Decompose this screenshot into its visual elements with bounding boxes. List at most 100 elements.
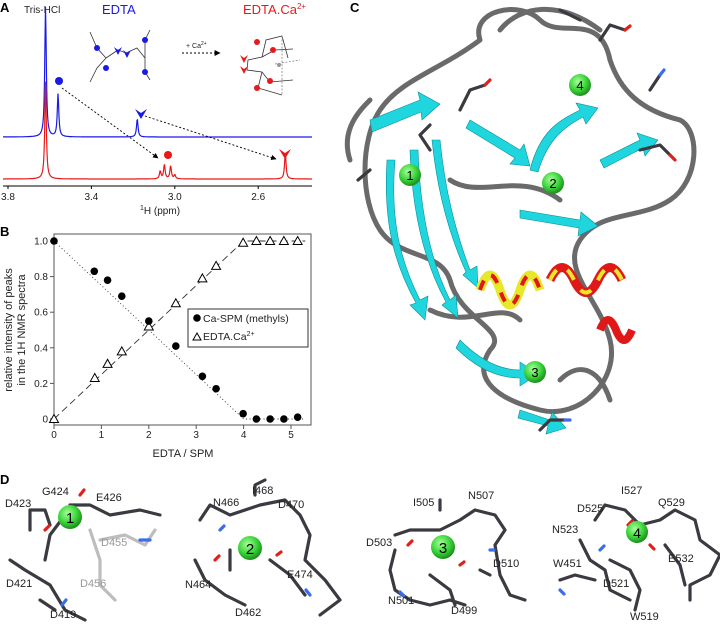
residue-label: N507	[468, 490, 494, 502]
ca-spm-point	[103, 276, 112, 284]
calcium-ion-2: 2	[542, 172, 564, 194]
shift-arrow-2	[144, 115, 277, 161]
legend-marker-circle	[193, 314, 201, 322]
residue-label: W519	[630, 611, 659, 623]
edta-ca-point	[197, 272, 208, 283]
residue-label-grey: D456	[80, 578, 106, 590]
beta-strand	[519, 209, 599, 237]
calcium-ion-d3: 3	[431, 535, 455, 559]
edta-ca-point	[89, 372, 101, 383]
calcium-sites: 1 2 3 4	[399, 74, 591, 383]
site-number: 3	[439, 540, 447, 557]
site-number: 1	[66, 510, 74, 527]
residue-label: N501	[388, 595, 414, 607]
calcium-ion-3: 3	[524, 361, 546, 383]
edta-ca-point	[292, 235, 303, 245]
residue-label: D503	[366, 537, 392, 549]
residue-label: N523	[552, 524, 578, 536]
edta-ca-point	[143, 320, 155, 331]
site-number: 2	[549, 176, 556, 191]
ca-spm-point	[280, 415, 288, 423]
edtaca-ethylene-marker	[279, 149, 291, 159]
residue-label: D521	[603, 578, 629, 590]
y-tick-label: 0.2	[34, 379, 48, 390]
y-tick-label: 0	[42, 415, 48, 426]
calcium-ion-d4: 4	[626, 521, 648, 543]
ca-spm-point	[252, 415, 261, 423]
site-4-sticks	[558, 503, 720, 612]
y-tick-label: 1.0	[34, 237, 48, 248]
edta-ca-point	[251, 235, 262, 245]
beta-strand	[529, 102, 599, 173]
edta-ca-spectrum	[3, 81, 312, 180]
residue-label: N466	[213, 497, 239, 509]
ca-spm-point	[239, 409, 247, 418]
ca-spm-point	[145, 317, 153, 325]
x-tick-label: 4	[241, 430, 247, 441]
side-chains	[356, 8, 677, 432]
edta-ca-point	[264, 235, 276, 245]
panel-label-b: B	[0, 224, 9, 239]
edta-ca-point	[170, 297, 182, 308]
edta-acetate-marker	[55, 77, 63, 85]
residue-label: Q529	[658, 497, 685, 509]
residue-label: E532	[668, 553, 694, 565]
beta-strand	[385, 159, 429, 321]
plot-frame	[53, 233, 312, 426]
beta-strand	[369, 91, 441, 133]
residue-label-grey: D455	[101, 537, 127, 549]
panel-label-a: A	[0, 0, 10, 15]
panel-label-d: D	[0, 472, 9, 487]
residue-label: D423	[5, 498, 31, 510]
site-number: 1	[406, 168, 413, 183]
panel-b: B relative intensity of peaks in the 1H …	[0, 224, 312, 460]
alpha-helix	[475, 263, 636, 344]
ppm-tick-label: 3.4	[84, 192, 98, 203]
x-axis-label: EDTA / SPM	[153, 448, 214, 460]
beta-strand	[599, 132, 659, 169]
legend: Ca-SPM (methyls) EDTA.Ca2+	[187, 308, 309, 348]
ca-addition-label: + Ca2+	[186, 41, 207, 50]
x-tick-label: 5	[288, 430, 294, 441]
site-1-sticks	[8, 488, 162, 622]
calcium-ion-1: 1	[399, 164, 421, 186]
site-number: 3	[531, 365, 538, 380]
edta-label: EDTA	[102, 2, 136, 17]
ca-spm-point	[293, 413, 302, 422]
residue-label: I527	[621, 485, 642, 497]
residue-label: D462	[235, 607, 261, 619]
site-3-sticks	[388, 498, 527, 607]
ca-spm-point	[117, 292, 126, 300]
calcium-ion-4: 4	[569, 74, 591, 96]
ppm-tick-label: 2.6	[251, 192, 265, 203]
site-number: 4	[576, 78, 583, 93]
beta-strand	[455, 339, 539, 387]
legend-box	[187, 308, 309, 348]
ca-spm-point	[90, 267, 99, 276]
residue-label: D470	[278, 499, 304, 511]
nmr-spectra	[3, 6, 312, 180]
site-number: 2	[246, 541, 254, 558]
site-2-sticks	[193, 478, 342, 617]
residue-label: I505	[413, 497, 434, 509]
residue-label: I468	[252, 485, 273, 497]
edta-ca-point	[278, 235, 290, 245]
edta-ca-structure	[240, 35, 301, 96]
residue-label: E474	[287, 569, 313, 581]
ppm-tick-label: 3.0	[168, 192, 182, 203]
x-tick-label: 2	[146, 430, 152, 441]
residue-label: D499	[451, 605, 477, 617]
residue-label: D510	[493, 558, 519, 570]
ca-spm-point	[50, 237, 58, 245]
ca-spm-point	[266, 415, 274, 423]
edta-ca-point	[116, 345, 128, 356]
site-number: 4	[633, 525, 641, 541]
edta-ca-point	[102, 358, 113, 368]
y-tick-label: 0.6	[34, 308, 48, 319]
shift-arrow-1	[61, 87, 159, 159]
residue-label: E426	[96, 492, 122, 504]
edta-ca-label: EDTA.Ca2+	[243, 2, 306, 17]
